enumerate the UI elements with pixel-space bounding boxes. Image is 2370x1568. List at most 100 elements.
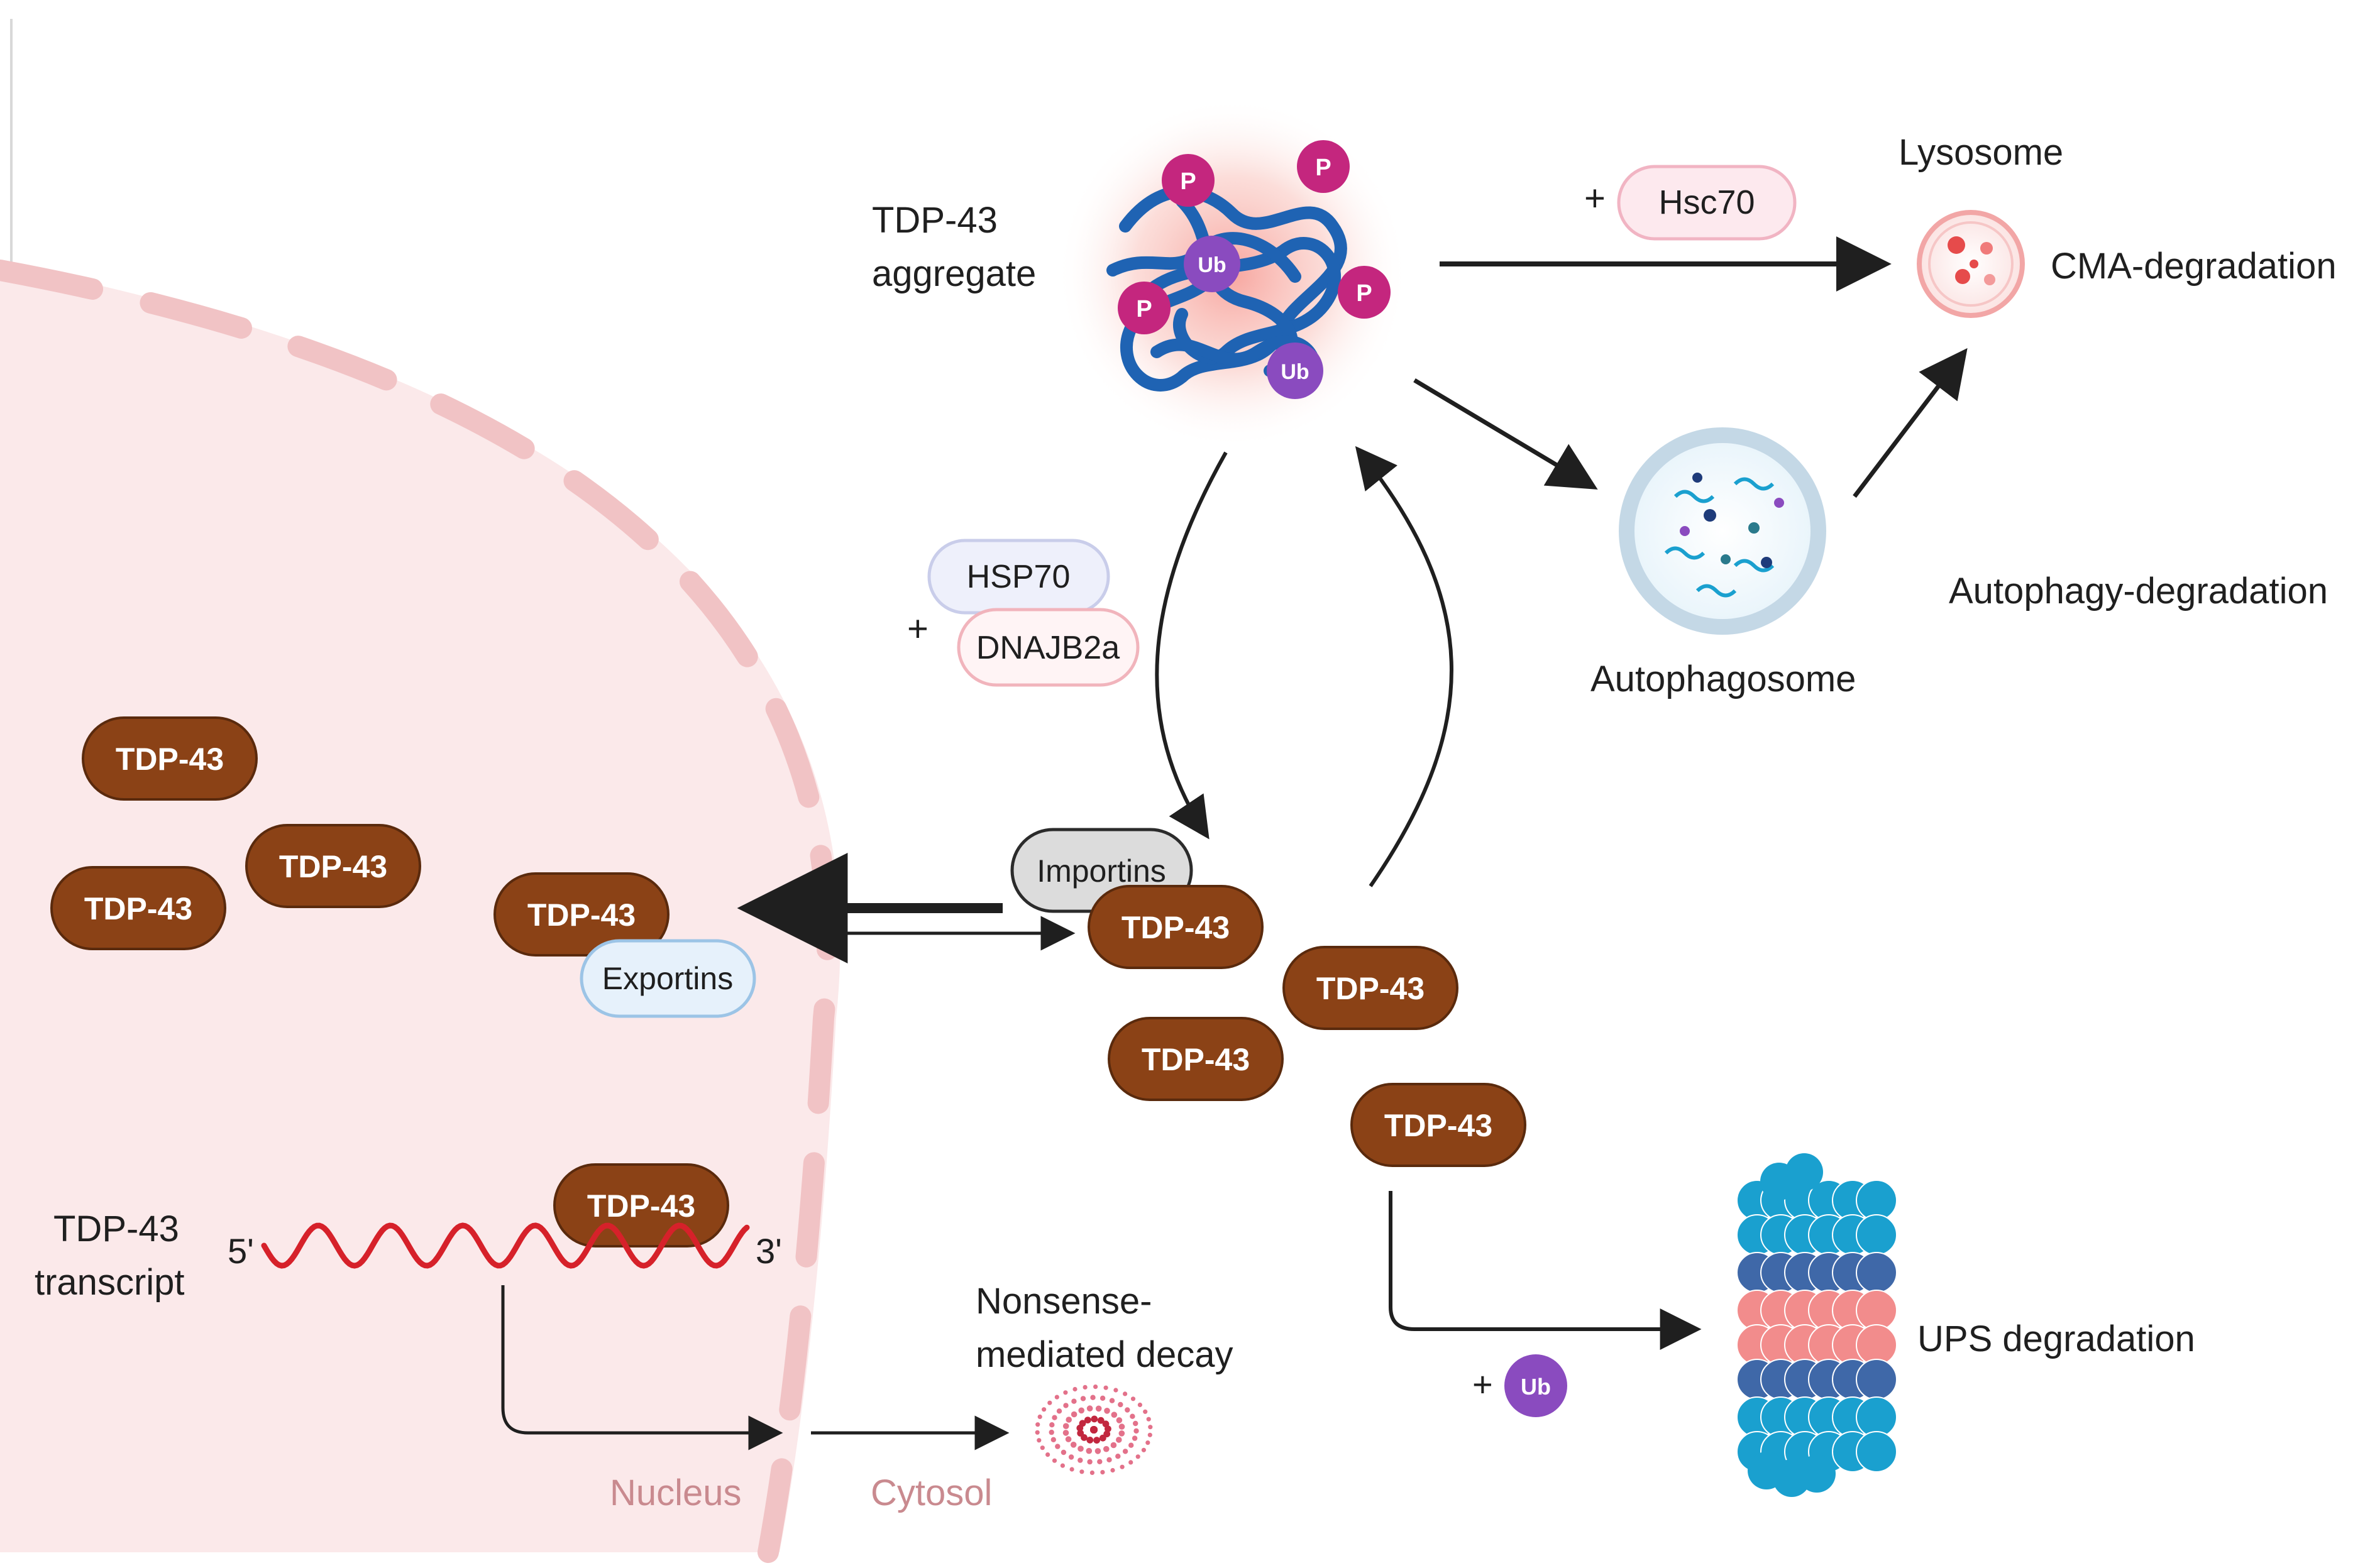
- nmd-dot: [1130, 1413, 1135, 1419]
- nmd-dot: [1103, 1385, 1108, 1390]
- nuclear-membrane: [0, 260, 839, 1563]
- nmd-dot: [1128, 1442, 1134, 1448]
- nmd-dot: [1049, 1429, 1054, 1435]
- tdp43-protein: TDP-43: [245, 824, 421, 908]
- nmd-dot: [1109, 1398, 1115, 1403]
- tdp43-protein: TDP-43: [1108, 1017, 1284, 1101]
- nmd-dot: [1095, 1405, 1102, 1412]
- ups-plus: +: [1472, 1364, 1493, 1404]
- tdp43-protein: TDP-43: [553, 1163, 729, 1247]
- nmd-dot: [1116, 1437, 1122, 1443]
- nmd-dot: [1104, 1408, 1110, 1414]
- autophagosome-label: Autophagosome: [1590, 659, 1856, 699]
- tdp43-protein-label: TDP-43: [1122, 910, 1230, 945]
- nmd-dot: [1090, 1395, 1096, 1400]
- tdp43-protein-label: TDP-43: [1316, 971, 1425, 1006]
- hsc70-plus: +: [1584, 178, 1606, 219]
- tdp43-protein: TDP-43: [1350, 1083, 1526, 1167]
- nmd-dot: [1037, 1438, 1042, 1443]
- nmd-dot: [1065, 1436, 1072, 1442]
- ubiquitin-label: Ub: [1198, 253, 1226, 277]
- tdp43-aggregate: P P P P Ub Ub: [1056, 97, 1408, 449]
- nmd-dot: [1056, 1408, 1062, 1414]
- tdp43-protein-label: TDP-43: [587, 1188, 695, 1224]
- nmd-dot: [1137, 1402, 1142, 1407]
- lysosome: [1917, 210, 2025, 318]
- transcript-label-line1: TDP-43: [53, 1209, 179, 1249]
- hsc70-chip: Hsc70: [1617, 165, 1797, 241]
- nmd-dot: [1113, 1388, 1118, 1393]
- importins-label: Importins: [1037, 853, 1166, 889]
- nmd-dot: [1086, 1437, 1094, 1444]
- nmd-dot: [1115, 1454, 1121, 1459]
- autophagy-degradation-label: Autophagy-degradation: [1949, 571, 2328, 611]
- tdp43-protein-label: TDP-43: [1142, 1042, 1250, 1077]
- arrow-cytosolic-tdp43-to-aggregate: [1355, 446, 1453, 887]
- tdp43-protein-label: TDP-43: [84, 891, 192, 926]
- nmd-dot: [1078, 1445, 1084, 1452]
- phospho-label: P: [1356, 280, 1372, 307]
- nmd-dot: [1040, 1445, 1045, 1450]
- nmd-dot: [1084, 1417, 1091, 1424]
- rna-wave: [261, 1222, 750, 1269]
- chaperone-plus: +: [907, 608, 929, 649]
- ups-ubiquitin: Ub: [1504, 1354, 1567, 1417]
- nmd-dot: [1079, 1469, 1084, 1474]
- hsc70-label: Hsc70: [1658, 184, 1755, 221]
- arrow-to-proteasome: [1389, 1191, 1702, 1350]
- nmd-dot: [1078, 1407, 1084, 1414]
- phospho-group: P: [1297, 140, 1350, 193]
- lysosome-label: Lysosome: [1899, 132, 2063, 173]
- nmd-dot: [1063, 1403, 1069, 1408]
- nmd-dot: [1100, 1395, 1106, 1401]
- nmd-decay-dots: [1035, 1384, 1153, 1475]
- nmd-dot: [1049, 1422, 1055, 1428]
- aggregate-label-line2: aggregate: [872, 253, 1036, 294]
- nmd-dot: [1086, 1405, 1093, 1412]
- nmd-dot: [1094, 1448, 1101, 1454]
- nmd-dot: [1143, 1409, 1148, 1414]
- autophagosome: [1619, 427, 1826, 635]
- nmd-dot: [1071, 1398, 1077, 1404]
- proteasome-subunit: [1856, 1214, 1897, 1256]
- nmd-dot: [1106, 1457, 1112, 1462]
- ubiquitin: Ub: [1267, 343, 1323, 399]
- exportins-label: Exportins: [602, 961, 733, 996]
- nmd-dot: [1132, 1435, 1138, 1441]
- tdp43-protein-label: TDP-43: [116, 742, 224, 777]
- nmd-label-line1: Nonsense-: [976, 1281, 1152, 1322]
- nmd-dot: [1069, 1467, 1074, 1472]
- nmd-dot: [1120, 1464, 1125, 1469]
- nmd-dot: [1118, 1401, 1123, 1408]
- nmd-dot: [1055, 1444, 1061, 1449]
- cma-degradation-label: CMA-degradation: [2051, 246, 2337, 287]
- nmd-dot: [1147, 1432, 1152, 1437]
- tdp43-protein-label: TDP-43: [279, 849, 387, 884]
- nmd-dot: [1093, 1437, 1100, 1444]
- tdp43-protein: TDP-43: [82, 716, 258, 801]
- tdp43-protein-label: TDP-43: [527, 897, 636, 933]
- aggregate-label-line1: TDP-43: [872, 200, 998, 241]
- nmd-dot: [1110, 1442, 1117, 1449]
- arrow-aggregate-to-autophagosome: [1413, 378, 1598, 490]
- nmd-dot: [1083, 1384, 1088, 1390]
- ubiquitin: Ub: [1184, 236, 1240, 292]
- nmd-dot: [1148, 1425, 1153, 1430]
- proteasome-cap-subunit: [1785, 1153, 1823, 1191]
- nmd-dot: [1035, 1422, 1040, 1427]
- tdp43-protein: TDP-43: [1282, 946, 1458, 1030]
- nmd-dot: [1090, 1426, 1098, 1434]
- tdp43-protein: TDP-43: [493, 872, 670, 957]
- nmd-dot: [1133, 1428, 1139, 1434]
- nmd-dot: [1062, 1423, 1069, 1429]
- nmd-dot: [1061, 1449, 1067, 1456]
- exportins-chip: Exportins: [580, 939, 756, 1018]
- nmd-dot: [1135, 1454, 1140, 1459]
- proteasome: [1736, 1153, 1897, 1497]
- nmd-dot: [1072, 1386, 1078, 1392]
- arrow-autophagosome-to-lysosome: [1853, 348, 1968, 498]
- proteasome-subunit: [1856, 1252, 1897, 1293]
- ubiquitin-label: Ub: [1281, 360, 1309, 384]
- nmd-dot: [1130, 1396, 1136, 1401]
